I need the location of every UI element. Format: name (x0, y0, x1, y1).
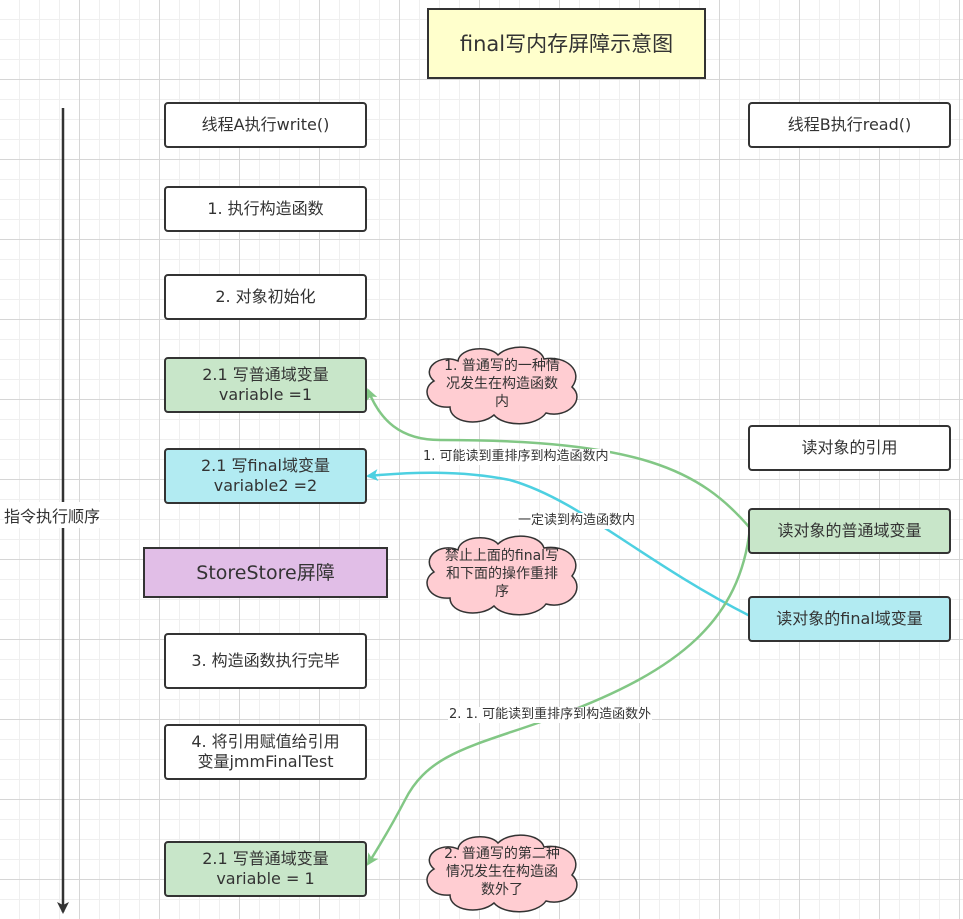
note-text: 禁止上面的final写 和下面的操作重排 序 (444, 548, 560, 600)
step-write-final-field: 2.1 写final域变量 variable2 =2 (164, 448, 367, 504)
storestore-barrier: StoreStore屏障 (143, 547, 388, 598)
arrow-normal-read-outside-constructor (366, 527, 752, 866)
cloud-shape (426, 834, 578, 913)
edge-label-always-inside: 一定读到构造函数内 (517, 513, 637, 529)
cloud-shape (426, 346, 578, 425)
arrow-normal-read-inside-constructor (366, 388, 751, 529)
read-final-field: 读对象的final域变量 (748, 596, 951, 642)
note-normal-write-outside: 2. 普通写的第二种 情况发生在构造函 数外了 (418, 831, 586, 913)
diagram-title: final写内存屏障示意图 (427, 8, 706, 79)
execution-order-label: 指令执行顺序 (4, 502, 101, 528)
step-constructor-complete: 3. 构造函数执行完毕 (164, 633, 367, 689)
note-text: 1. 普通写的一种情 况发生在构造函数 内 (444, 358, 560, 410)
step-assign-reference: 4. 将引用赋值给引用 变量jmmFinalTest (164, 724, 367, 780)
note-storestore-forbids-reorder: 禁止上面的final写 和下面的操作重排 序 (418, 532, 586, 616)
edge-label-maybe-inside: 1. 可能读到重排序到构造函数内 (422, 449, 610, 465)
arrow-final-read (366, 469, 751, 618)
step-write-normal-field-outside: 2.1 写普通域变量 variable = 1 (164, 841, 367, 897)
step-write-normal-field-inside: 2.1 写普通域变量 variable =1 (164, 357, 367, 413)
cloud-shape (426, 535, 578, 616)
read-normal-field: 读对象的普通域变量 (748, 508, 951, 554)
thread-a-header: 线程A执行write() (164, 102, 367, 148)
thread-b-header: 线程B执行read() (748, 102, 951, 148)
step-execute-constructor: 1. 执行构造函数 (164, 186, 367, 232)
read-object-reference: 读对象的引用 (748, 425, 951, 471)
step-object-init: 2. 对象初始化 (164, 274, 367, 320)
note-text: 2. 普通写的第二种 情况发生在构造函 数外了 (444, 846, 560, 898)
note-normal-write-inside: 1. 普通写的一种情 况发生在构造函数 内 (418, 343, 586, 425)
edge-label-maybe-outside: 2. 1. 可能读到重排序到构造函数外 (448, 707, 653, 723)
